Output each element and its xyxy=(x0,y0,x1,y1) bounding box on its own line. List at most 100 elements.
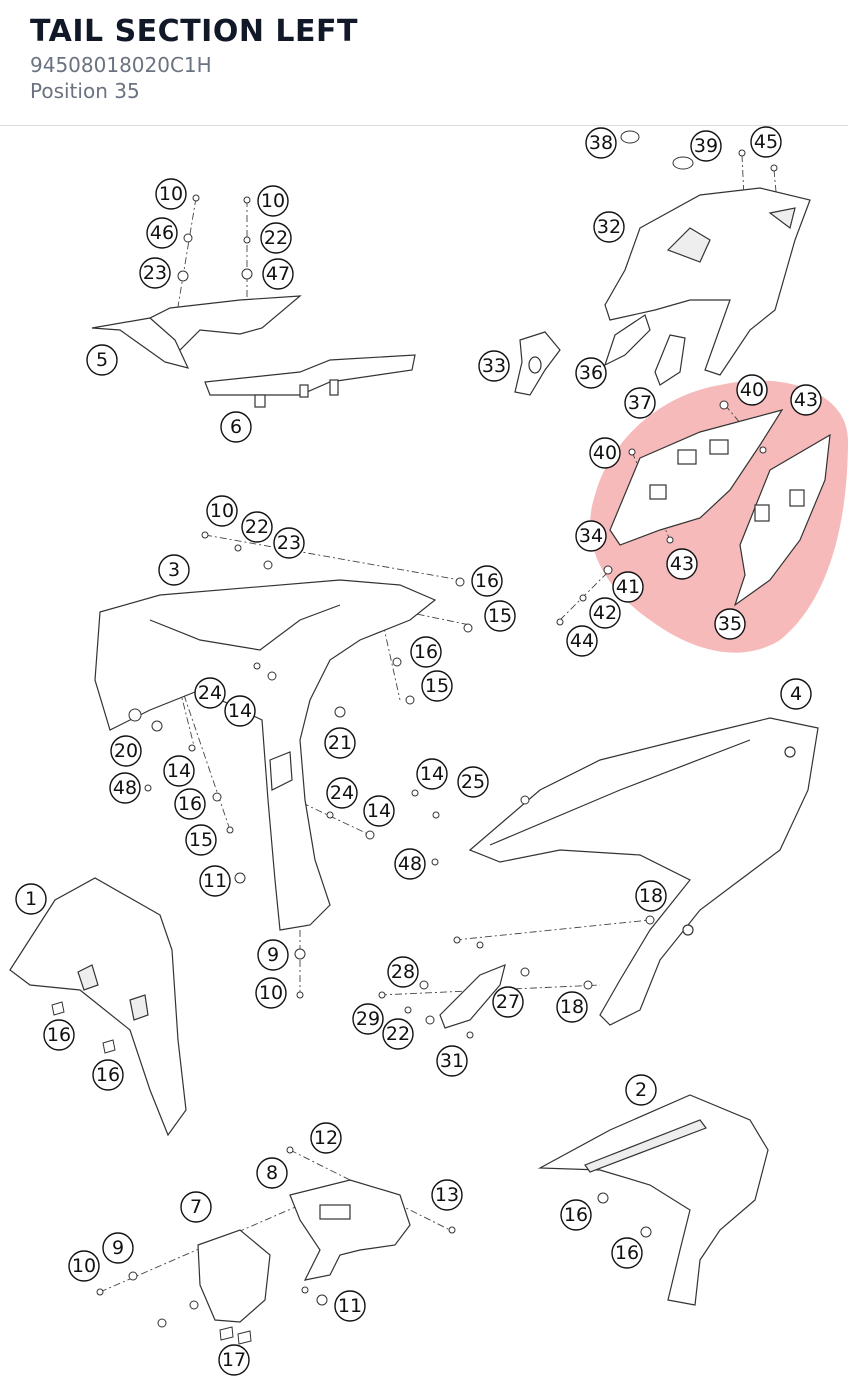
callout-32[interactable]: 32 xyxy=(593,211,625,243)
callout-9[interactable]: 9 xyxy=(102,1232,134,1264)
svg-text:18: 18 xyxy=(560,996,584,1018)
header: TAIL SECTION LEFT 94508018020C1H Positio… xyxy=(0,0,848,126)
svg-text:20: 20 xyxy=(114,740,138,762)
callout-8[interactable]: 8 xyxy=(256,1157,288,1189)
callout-25[interactable]: 25 xyxy=(457,766,489,798)
callout-44[interactable]: 44 xyxy=(566,625,598,657)
svg-text:37: 37 xyxy=(628,392,652,414)
callout-1[interactable]: 1 xyxy=(15,883,47,915)
callout-4[interactable]: 4 xyxy=(780,678,812,710)
svg-text:43: 43 xyxy=(670,553,694,575)
callout-42[interactable]: 42 xyxy=(589,597,621,629)
callout-34[interactable]: 34 xyxy=(575,520,607,552)
callout-39[interactable]: 39 xyxy=(690,130,722,162)
callout-16[interactable]: 16 xyxy=(174,788,206,820)
callout-6[interactable]: 6 xyxy=(220,411,252,443)
callout-10[interactable]: 10 xyxy=(155,178,187,210)
svg-text:21: 21 xyxy=(328,732,352,754)
callout-47[interactable]: 47 xyxy=(262,258,294,290)
svg-text:15: 15 xyxy=(425,675,449,697)
svg-text:16: 16 xyxy=(564,1204,588,1226)
callout-48[interactable]: 48 xyxy=(109,772,141,804)
callout-16[interactable]: 16 xyxy=(611,1237,643,1269)
callout-15[interactable]: 15 xyxy=(185,824,217,856)
svg-text:13: 13 xyxy=(435,1184,459,1206)
svg-text:10: 10 xyxy=(259,982,283,1004)
svg-text:25: 25 xyxy=(461,771,485,793)
callout-36[interactable]: 36 xyxy=(575,357,607,389)
callout-10[interactable]: 10 xyxy=(68,1250,100,1282)
callout-14[interactable]: 14 xyxy=(163,755,195,787)
callout-15[interactable]: 15 xyxy=(421,670,453,702)
callout-15[interactable]: 15 xyxy=(484,600,516,632)
callout-23[interactable]: 23 xyxy=(273,527,305,559)
callout-48[interactable]: 48 xyxy=(394,848,426,880)
svg-text:22: 22 xyxy=(264,227,288,249)
callout-21[interactable]: 21 xyxy=(324,727,356,759)
callout-2[interactable]: 2 xyxy=(625,1074,657,1106)
callout-35[interactable]: 35 xyxy=(714,608,746,640)
callout-10[interactable]: 10 xyxy=(257,185,289,217)
callout-28[interactable]: 28 xyxy=(387,956,419,988)
callout-12[interactable]: 12 xyxy=(310,1122,342,1154)
part-37-trim xyxy=(654,334,686,386)
part-5-bracket xyxy=(91,295,302,369)
callout-20[interactable]: 20 xyxy=(110,735,142,767)
callout-7[interactable]: 7 xyxy=(180,1191,212,1223)
callout-40[interactable]: 40 xyxy=(736,374,768,406)
callout-10[interactable]: 10 xyxy=(206,495,238,527)
callout-38[interactable]: 38 xyxy=(585,127,617,159)
callout-3[interactable]: 3 xyxy=(158,554,190,586)
callout-17[interactable]: 17 xyxy=(218,1344,250,1376)
callout-16[interactable]: 16 xyxy=(92,1059,124,1091)
svg-text:24: 24 xyxy=(330,782,354,804)
callout-24[interactable]: 24 xyxy=(326,777,358,809)
callout-22[interactable]: 22 xyxy=(382,1018,414,1050)
callout-18[interactable]: 18 xyxy=(556,991,588,1023)
svg-text:24: 24 xyxy=(198,682,222,704)
svg-text:15: 15 xyxy=(189,829,213,851)
callout-22[interactable]: 22 xyxy=(241,511,273,543)
callout-14[interactable]: 14 xyxy=(416,758,448,790)
svg-text:29: 29 xyxy=(356,1008,380,1030)
part-33-holder xyxy=(514,331,561,396)
callout-10[interactable]: 10 xyxy=(255,977,287,1009)
part-7-grille xyxy=(197,1229,271,1323)
callout-16[interactable]: 16 xyxy=(43,1019,75,1051)
callout-18[interactable]: 18 xyxy=(635,880,667,912)
exploded-parts-diagram: 38 39 45 32 10 10 46 22 23 47 5 6 33 36 … xyxy=(9,126,848,1376)
callout-45[interactable]: 45 xyxy=(750,126,782,158)
svg-text:10: 10 xyxy=(159,183,183,205)
callout-5[interactable]: 5 xyxy=(86,344,118,376)
callout-11[interactable]: 11 xyxy=(199,865,231,897)
callout-16[interactable]: 16 xyxy=(471,565,503,597)
callout-22[interactable]: 22 xyxy=(260,222,292,254)
callout-43[interactable]: 43 xyxy=(790,384,822,416)
callout-24[interactable]: 24 xyxy=(194,677,226,709)
callout-43[interactable]: 43 xyxy=(666,548,698,580)
svg-text:14: 14 xyxy=(367,800,391,822)
svg-text:43: 43 xyxy=(794,389,818,411)
callout-31[interactable]: 31 xyxy=(436,1045,468,1077)
svg-text:16: 16 xyxy=(178,793,202,815)
callout-14[interactable]: 14 xyxy=(224,695,256,727)
callout-37[interactable]: 37 xyxy=(624,387,656,419)
svg-text:48: 48 xyxy=(113,777,137,799)
callout-27[interactable]: 27 xyxy=(492,986,524,1018)
callout-29[interactable]: 29 xyxy=(352,1003,384,1035)
callout-33[interactable]: 33 xyxy=(478,350,510,382)
svg-text:14: 14 xyxy=(228,700,252,722)
callout-9[interactable]: 9 xyxy=(257,939,289,971)
svg-text:9: 9 xyxy=(267,944,279,966)
svg-text:16: 16 xyxy=(96,1064,120,1086)
callout-13[interactable]: 13 xyxy=(431,1179,463,1211)
callout-16[interactable]: 16 xyxy=(410,636,442,668)
callout-40[interactable]: 40 xyxy=(589,437,621,469)
callout-41[interactable]: 41 xyxy=(612,571,644,603)
callout-46[interactable]: 46 xyxy=(146,217,178,249)
callout-16[interactable]: 16 xyxy=(560,1199,592,1231)
callout-14[interactable]: 14 xyxy=(363,795,395,827)
svg-text:16: 16 xyxy=(414,641,438,663)
callout-11[interactable]: 11 xyxy=(334,1290,366,1322)
callout-23[interactable]: 23 xyxy=(139,257,171,289)
